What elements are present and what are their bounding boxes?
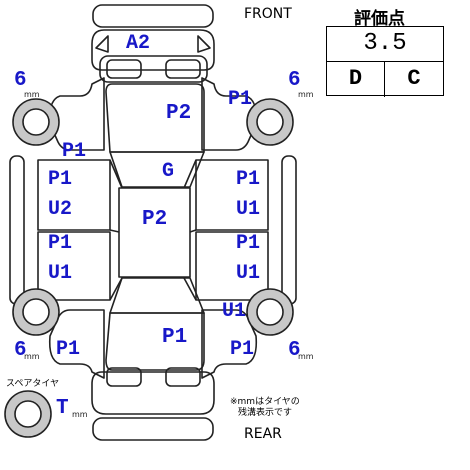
rear-right-tire <box>246 288 294 336</box>
rear-lamp-left <box>106 367 142 387</box>
trunk-panel <box>105 312 205 371</box>
mm-unit-front-left: mm <box>24 90 40 99</box>
right-headlight <box>197 35 211 53</box>
mm-unit-spare: mm <box>72 410 88 419</box>
front-label: FRONT <box>244 6 292 22</box>
tread-front-left: 6 <box>14 69 27 92</box>
damage-right-rear-quarter: U1 <box>222 300 247 323</box>
right-side-skirt <box>281 155 297 305</box>
left-front-door <box>37 159 111 231</box>
rear-window <box>109 277 205 314</box>
damage-left-rear-fender: P1 <box>56 338 81 361</box>
left-pillar-lines <box>109 159 123 301</box>
damage-right-rear-fender: P1 <box>230 338 255 361</box>
tread-rear-left: 6 <box>14 339 27 362</box>
front-bumper-lower <box>99 55 208 83</box>
damage-front-bumper: A2 <box>126 32 151 55</box>
damage-left-rear-door-2: U1 <box>48 262 73 285</box>
damage-roof: P2 <box>142 208 168 231</box>
grade-title: 評価点 <box>354 9 405 29</box>
mm-unit-rear-left: mm <box>24 352 40 361</box>
rear-bumper <box>91 371 215 415</box>
rear-lamp-right <box>165 367 201 387</box>
damage-right-front-door-2: U1 <box>236 198 261 221</box>
grade-score: 3.5 <box>327 27 443 62</box>
damage-trunk: P1 <box>162 326 188 349</box>
damage-left-front-pillar: P1 <box>62 140 87 163</box>
right-front-door <box>195 159 269 231</box>
damage-right-rear-door-1: P1 <box>236 232 261 255</box>
right-pillar-lines <box>183 159 197 301</box>
damage-left-front-door-2: U2 <box>48 198 73 221</box>
front-bumper-bar <box>92 4 214 28</box>
rear-label: REAR <box>244 426 282 442</box>
rear-bumper-bar <box>92 417 214 441</box>
tread-note-line-2: 残溝表示です <box>238 408 293 418</box>
damage-hood-right-edge: P1 <box>228 88 253 111</box>
damage-left-front-door-1: P1 <box>48 168 73 191</box>
rear-left-tire <box>12 288 60 336</box>
right-rear-fender <box>201 309 258 379</box>
damage-roof-front: G <box>162 160 175 183</box>
mm-unit-front-right: mm <box>298 90 314 99</box>
grade-table: 3.5 D C <box>326 26 444 97</box>
grade-exterior: C <box>407 66 421 91</box>
front-right-tire <box>246 98 294 146</box>
tread-rear-right: 6 <box>288 339 301 362</box>
roof-panel <box>118 187 191 278</box>
spare-tire <box>4 390 52 438</box>
damage-right-front-door-1: P1 <box>236 168 261 191</box>
left-headlight <box>95 35 109 53</box>
tread-front-right: 6 <box>288 69 301 92</box>
front-grille <box>106 59 142 79</box>
left-side-skirt <box>9 155 25 305</box>
mm-unit-rear-right: mm <box>298 352 314 361</box>
front-left-tire <box>12 98 60 146</box>
grade-interior: D <box>327 62 385 97</box>
tread-spare: T <box>56 397 69 420</box>
front-bumper <box>91 29 215 71</box>
damage-left-rear-door-1: P1 <box>48 232 73 255</box>
windshield <box>109 151 205 188</box>
left-rear-door <box>37 231 111 301</box>
left-rear-fender <box>48 309 105 379</box>
damage-right-rear-door-2: U1 <box>236 262 261 285</box>
right-rear-door <box>195 231 269 301</box>
tread-note-line-1: ※mmはタイヤの <box>230 397 300 407</box>
front-grille-right <box>165 59 201 79</box>
spare-tire-label: スペアタイヤ <box>6 379 60 389</box>
damage-hood: P2 <box>166 102 192 125</box>
